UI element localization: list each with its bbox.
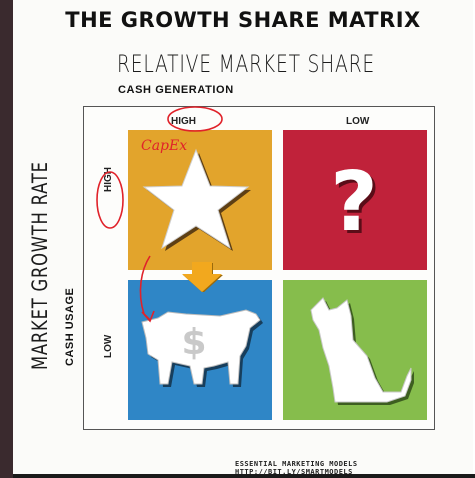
row-high-label: HIGH (103, 167, 114, 192)
dog-quadrant (283, 280, 427, 420)
page-title: THE GROWTH SHARE MATRIX (65, 8, 421, 32)
dollar-sign: $ (181, 322, 206, 363)
question-mark-icon: ? ? (330, 155, 381, 253)
bottom-border (13, 474, 475, 478)
cash-cow-quadrant: $ (128, 280, 272, 420)
y-axis-label: MARKET GROWTH RATE (28, 161, 52, 370)
footer-credit: ESSENTIAL MARKETING MODELS HTTP://BIT.LY… (235, 460, 358, 476)
question-mark-glyph: ? (330, 155, 378, 250)
y-axis-sublabel: CASH USAGE (64, 287, 76, 366)
left-border-bar (0, 0, 13, 478)
question-mark-quadrant: ? ? (283, 130, 427, 270)
column-high-label: HIGH (171, 116, 196, 127)
down-arrow-icon (182, 262, 223, 292)
capex-annotation: CapEx (141, 138, 188, 154)
star-icon (142, 148, 251, 251)
dog-icon (310, 297, 414, 405)
x-axis-label: RELATIVE MARKET SHARE (117, 50, 376, 78)
row-low-label: LOW (103, 334, 114, 358)
star-quadrant (128, 130, 272, 270)
cash-cow-icon: $ (141, 309, 263, 387)
column-low-label: LOW (346, 116, 370, 127)
x-axis-sublabel: CASH GENERATION (118, 84, 234, 96)
question-mark-shadow: ? (333, 158, 381, 253)
